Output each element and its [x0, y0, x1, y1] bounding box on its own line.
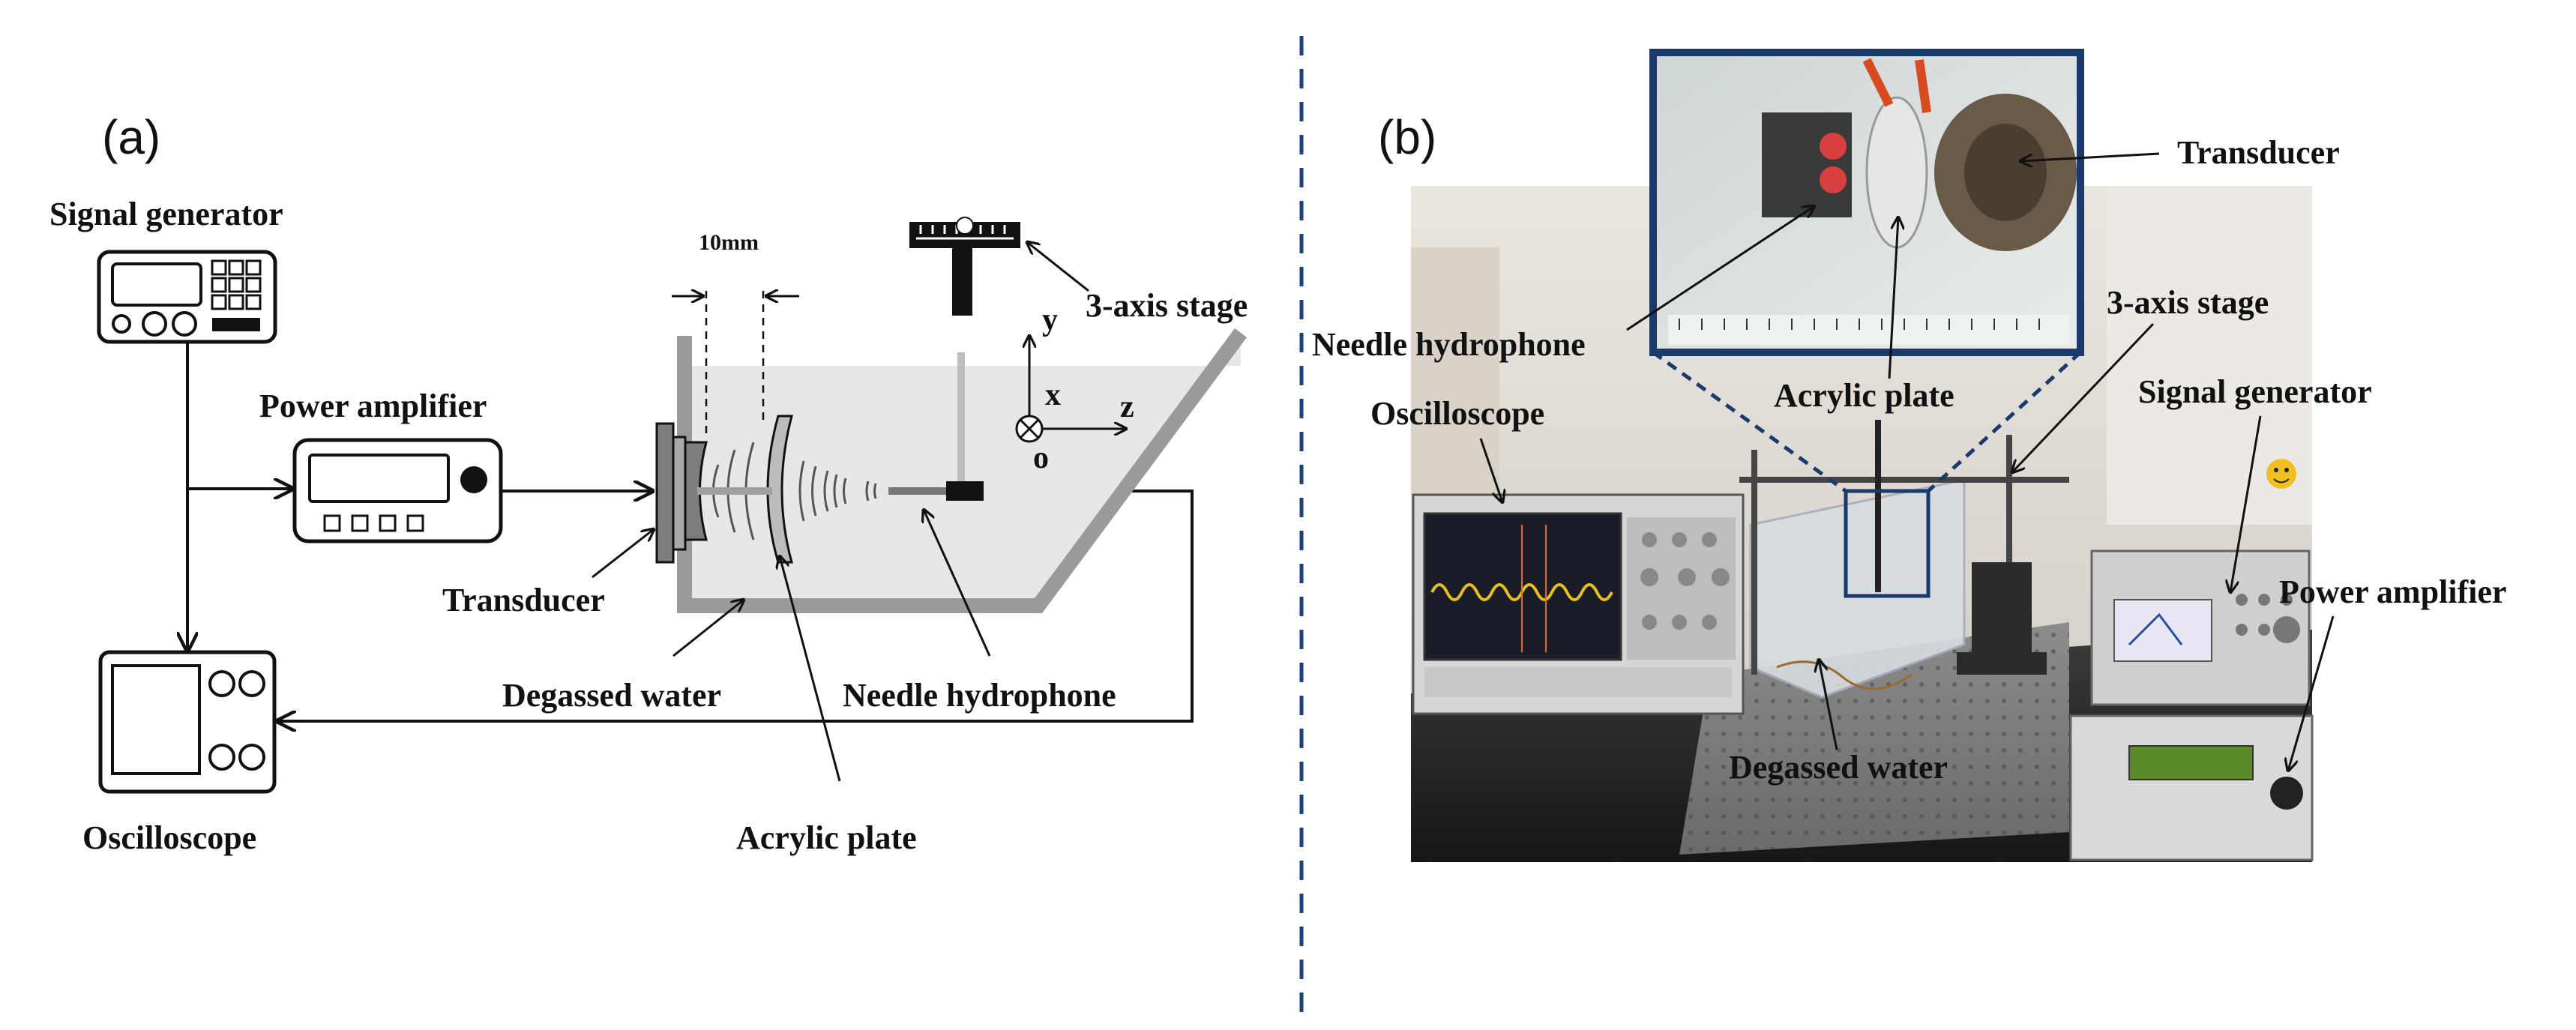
axis-x-label: x: [1045, 378, 1061, 412]
zoom-inset: [1649, 49, 2084, 356]
axis-y-label: y: [1042, 303, 1058, 337]
degassed-water-label: Degassed water: [502, 677, 721, 714]
needle-hydrophone-element: [888, 352, 984, 501]
panel-b: (b): [1312, 49, 2506, 862]
distance-dimension: [672, 291, 799, 439]
signal-generator-device: [97, 250, 277, 344]
three-axis-stage-element: [909, 217, 1020, 316]
oscilloscope-device: [98, 650, 277, 794]
power-amplifier-label: Power amplifier: [259, 388, 487, 424]
three-axis-stage-label: 3-axis stage: [1086, 287, 1248, 324]
b-three-axis-stage-label: 3-axis stage: [2107, 284, 2269, 321]
panel-b-tag: (b): [1378, 110, 1436, 164]
b-power-amplifier-label: Power amplifier: [2279, 573, 2506, 610]
coordinate-axes: [1015, 336, 1126, 443]
acrylic-plate-label: Acrylic plate: [736, 819, 917, 856]
needle-hydrophone-label: Needle hydrophone: [843, 677, 1116, 714]
b-oscilloscope-label: Oscilloscope: [1370, 395, 1544, 432]
transducer-label: Transducer: [442, 582, 605, 618]
b-degassed-water-label: Degassed water: [1729, 749, 1948, 786]
b-needle-hydrophone-label: Needle hydrophone: [1312, 326, 1586, 363]
axis-origin-label: o: [1033, 441, 1049, 475]
b-acrylic-plate-label: Acrylic plate: [1774, 377, 1954, 414]
acrylic-plate-element: [766, 415, 793, 564]
panel-a: (a) Signal generator Power a: [49, 110, 1248, 856]
signal-generator-label: Signal generator: [49, 196, 283, 232]
distance-label: 10mm: [699, 230, 759, 255]
b-signal-generator-label: Signal generator: [2138, 373, 2372, 410]
transducer-element: [655, 422, 708, 564]
b-transducer-label: Transducer: [2177, 134, 2340, 171]
axis-z-label: z: [1120, 390, 1134, 424]
oscilloscope-label: Oscilloscope: [82, 819, 256, 856]
zoom-connector: [1652, 350, 2082, 493]
panel-a-tag: (a): [102, 110, 160, 164]
power-amplifier-device: [292, 438, 503, 543]
